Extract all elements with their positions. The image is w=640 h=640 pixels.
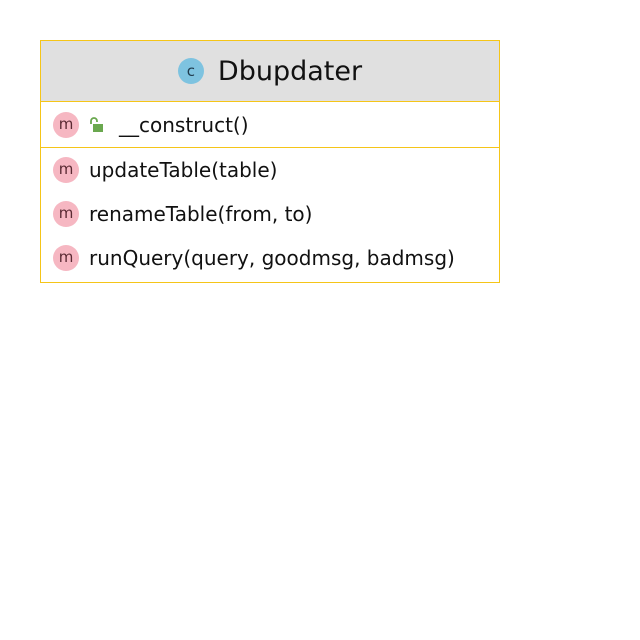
class-header: c Dbupdater — [41, 41, 499, 102]
methods-section: m updateTable(table) m renameTable(from,… — [41, 148, 499, 282]
constructor-row[interactable]: m __construct() — [41, 102, 499, 147]
class-icon: c — [177, 58, 204, 84]
method-row[interactable]: m runQuery(query, goodmsg, badmsg) — [41, 236, 499, 280]
method-label: updateTable(table) — [89, 158, 278, 182]
constructor-section: m __construct() — [41, 102, 499, 148]
method-icon: m — [53, 111, 79, 138]
constructor-label: __construct() — [119, 112, 249, 137]
class-title: Dbupdater — [217, 55, 363, 87]
method-icon: m — [53, 157, 79, 183]
method-icon: m — [53, 201, 79, 227]
method-label: runQuery(query, goodmsg, badmsg) — [89, 246, 455, 270]
class-box[interactable]: c Dbupdater m __construct() m updateTabl… — [40, 40, 500, 283]
open-lock-icon — [90, 116, 103, 132]
method-row[interactable]: m renameTable(from, to) — [41, 192, 499, 236]
method-icon: m — [53, 245, 79, 271]
method-row[interactable]: m updateTable(table) — [41, 148, 499, 192]
method-label: renameTable(from, to) — [89, 202, 313, 226]
